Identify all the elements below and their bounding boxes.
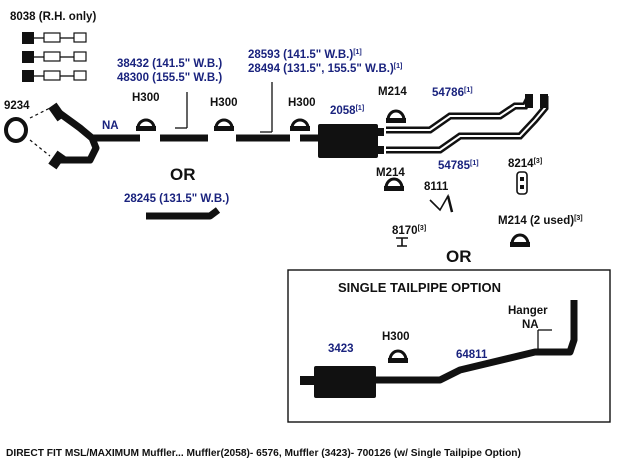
tailpipes-graphic xyxy=(386,94,549,154)
label-8214: 8214[3] xyxy=(508,158,542,170)
label-h300-1: H300 xyxy=(132,92,160,104)
label-3423: 3423 xyxy=(328,343,354,355)
label-or-1: OR xyxy=(170,165,196,184)
label-28593: 28593 (141.5" W.B.)[1] xyxy=(248,49,362,61)
label-m214-2used: M214 (2 used)[3] xyxy=(498,215,583,227)
hanger-8170-graphic xyxy=(396,237,408,247)
label-38432: 38432 (141.5" W.B.) xyxy=(117,58,222,70)
label-54786: 54786[1] xyxy=(432,87,473,99)
label-9234: 9234 xyxy=(4,100,30,112)
label-64811: 64811 xyxy=(456,349,488,361)
label-28245: 28245 (131.5" W.B.) xyxy=(124,193,229,205)
muffler-2058-graphic xyxy=(318,124,384,158)
label-28494: 28494 (131.5", 155.5" W.B.)[1] xyxy=(248,63,402,75)
label-na-pipe: NA xyxy=(102,120,119,132)
hanger-8111-graphic xyxy=(429,193,454,213)
label-54785: 54785[1] xyxy=(438,160,479,172)
label-h300-2: H300 xyxy=(210,97,238,109)
single-tailpipe-title: SINGLE TAILPIPE OPTION xyxy=(338,280,501,295)
spacer-kit-8038-graphic xyxy=(22,32,87,82)
hanger-8214-graphic xyxy=(516,171,528,195)
clamp-h300-2 xyxy=(214,118,234,131)
label-8170: 8170[3] xyxy=(392,225,426,237)
label-hanger-na: NA xyxy=(522,319,539,331)
single-tailpipe-box xyxy=(287,269,611,423)
caption-text: DIRECT FIT MSL/MAXIMUM Muffler... Muffle… xyxy=(6,448,521,459)
label-h300-3: H300 xyxy=(288,97,316,109)
clamp-m214-top xyxy=(386,109,406,123)
label-8111: 8111 xyxy=(424,181,449,193)
pipe-28245-graphic xyxy=(146,207,221,220)
clamp-h300-1 xyxy=(136,118,156,131)
label-2058: 2058[1] xyxy=(330,105,364,117)
label-m214-top: M214 xyxy=(378,86,407,98)
clamp-h300-3 xyxy=(290,118,310,131)
label-h300-4: H300 xyxy=(382,331,410,343)
intermediate-pipes-graphic xyxy=(160,82,318,142)
y-pipe-graphic xyxy=(4,102,140,170)
label-8038: 8038 (R.H. only) xyxy=(10,11,96,23)
label-or-2: OR xyxy=(446,247,472,266)
clamp-m214-mid xyxy=(384,177,404,191)
label-48300: 48300 (155.5" W.B.) xyxy=(117,72,222,84)
label-hanger: Hanger xyxy=(508,305,548,317)
clamp-m214-2used xyxy=(510,233,530,247)
label-m214-mid: M214 xyxy=(376,167,405,179)
